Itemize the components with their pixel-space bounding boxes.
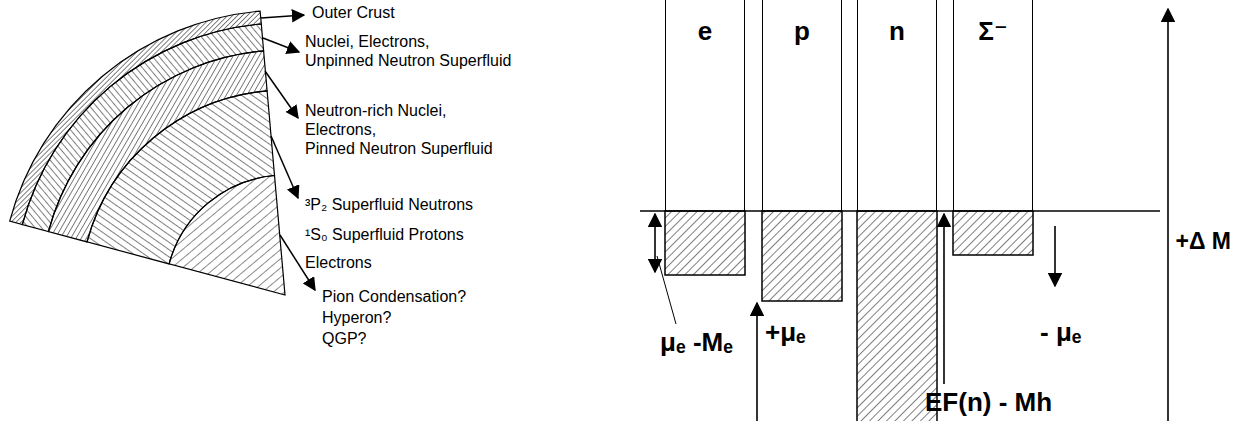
particle-column: p (762, 0, 842, 211)
energy-label: +μₑ (765, 318, 806, 348)
star-wedge (10, 11, 285, 295)
energy-label: EF(n) - Mh (925, 388, 1052, 418)
energy-label: - μₑ (1040, 318, 1082, 348)
layer-label: Nuclei, Electrons, (305, 33, 430, 51)
layer-label: Outer Crust (312, 4, 395, 22)
particle-column: e (665, 0, 745, 211)
core-label: QGP? (322, 330, 366, 348)
energy-arrows (655, 9, 1168, 421)
core-label: Pion Condensation? (322, 288, 466, 306)
layer-label: Pinned Neutron Superfluid (305, 140, 493, 158)
particle-symbol: p (794, 0, 810, 47)
layer-label: ¹S₀ Superfluid Protons (305, 226, 464, 244)
layer-label: Neutron-rich Nuclei, (305, 102, 446, 120)
energy-label: +Δ M (1175, 228, 1231, 254)
layer-label: Unpinned Neutron Superfluid (305, 52, 511, 70)
particle-symbol: n (889, 0, 905, 47)
energy-label: μₑ -Mₑ (660, 328, 733, 358)
layer-label: ³P₂ Superfluid Neutrons (305, 196, 473, 214)
particle-symbol: Σ⁻ (978, 0, 1007, 47)
core-label: Hyperon? (322, 309, 391, 327)
particle-column: Σ⁻ (953, 0, 1033, 211)
layer-label: Electrons (305, 254, 372, 272)
particle-symbol: e (698, 0, 712, 47)
particle-column: n (857, 0, 937, 211)
layer-label: Electrons, (305, 121, 376, 139)
